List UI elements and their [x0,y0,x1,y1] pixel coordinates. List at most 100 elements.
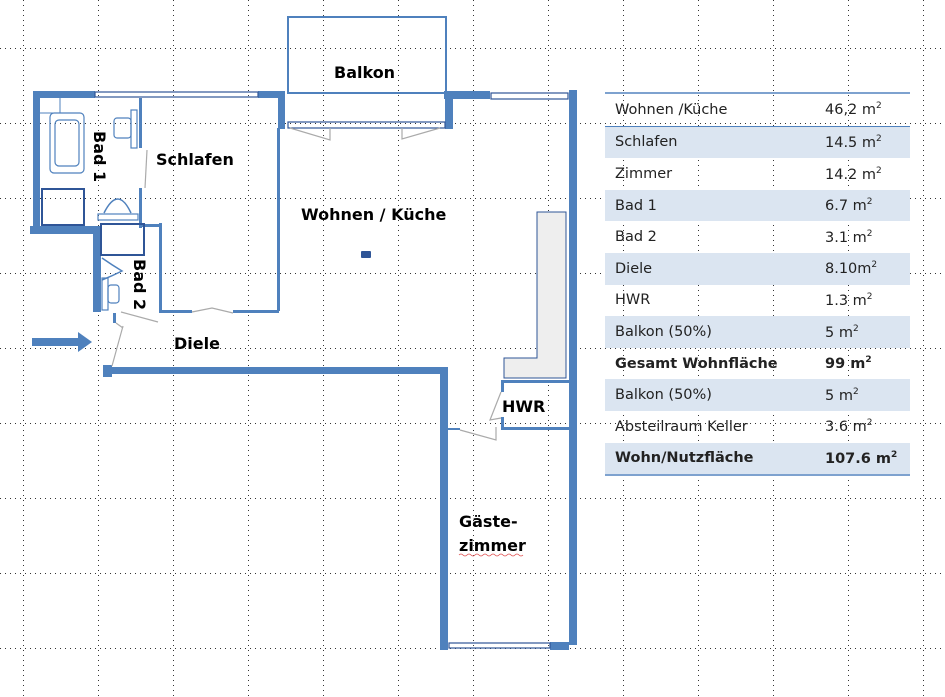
grid-dot [548,155,549,156]
grid-dot [398,15,399,16]
grid-dot [548,110,549,111]
area-number: 46,2 [825,102,862,119]
grid-dot [250,423,251,424]
grid-dot [745,573,746,574]
grid-dot [10,123,11,124]
grid-dot [570,48,571,49]
grid-dot [848,350,849,351]
grid-dot [848,645,849,646]
grid-dot [248,90,249,91]
grid-dot [50,273,51,274]
grid-dot [210,348,211,349]
grid-dot [465,123,466,124]
grid-dot [923,80,924,81]
grid-dot [200,648,201,649]
grid-dot [923,170,924,171]
grid-dot [623,5,624,6]
wall [550,642,569,650]
grid-dot [23,620,24,621]
grid-dot [173,250,174,251]
grid-dot [548,205,549,206]
grid-dot [623,575,624,576]
grid-dot [98,465,99,466]
grid-dot [375,273,376,274]
grid-dot [395,423,396,424]
grid-dot [248,340,249,341]
area-number: 99 [825,355,851,372]
grid-dot [770,573,771,574]
grid-dot [923,220,924,221]
grid-dot [880,573,881,574]
grid-dot [473,150,474,151]
grid-dot [848,490,849,491]
grid-dot [923,465,924,466]
grid-dot [65,498,66,499]
thin-outlines [40,16,569,649]
grid-dot [848,510,849,511]
grid-dot [698,30,699,31]
grid-dot [200,123,201,124]
grid-dot [923,605,924,606]
grid-dot [248,200,249,201]
grid-dot [248,275,249,276]
grid-dot [400,273,401,274]
grid-dot [220,123,221,124]
grid-dot [173,525,174,526]
grid-dot [173,490,174,491]
area-label: Diele [605,252,815,285]
grid-dot [323,670,324,671]
grid-dot [160,198,161,199]
grid-dot [23,495,24,496]
grid-dot [698,670,699,671]
grid-dot [398,20,399,21]
grid-dot [85,273,86,274]
grid-dot [810,48,811,49]
area-unit: m [852,197,867,214]
grid-dot [245,348,246,349]
grid-dot [173,430,174,431]
grid-dot [790,423,791,424]
grid-dot [98,10,99,11]
grid-dot [810,498,811,499]
grid-dot [625,423,626,424]
grid-dot [473,255,474,256]
grid-dot [623,160,624,161]
grid-dot [250,348,251,349]
grid-dot [23,20,24,21]
grid-dot [885,48,886,49]
grid-dot [350,198,351,199]
grid-dot [173,35,174,36]
grid-dot [255,648,256,649]
grid-dot [750,348,751,349]
grid-dot [323,680,324,681]
grid-dot [95,648,96,649]
grid-dot [935,348,936,349]
grid-dot [405,573,406,574]
grid-dot [923,240,924,241]
grid-dot [323,420,324,421]
grid-dot [98,425,99,426]
area-unit-exp: 2 [876,165,882,176]
grid-dot [510,273,511,274]
grid-dot [548,30,549,31]
grid-dot [98,455,99,456]
grid-dot [650,48,651,49]
grid-dot [323,135,324,136]
grid-dot [248,20,249,21]
grid-dot [910,648,911,649]
grid-dot [920,648,921,649]
grid-dot [260,273,261,274]
grid-dot [173,560,174,561]
grid-dot [698,225,699,226]
grid-dot [23,365,24,366]
grid-dot [248,495,249,496]
grid-dot [495,348,496,349]
grid-dot [255,273,256,274]
grid-dot [623,285,624,286]
spellcheck-underline [458,553,524,557]
grid-dot [405,498,406,499]
grid-dot [323,175,324,176]
area-number: 6.7 [825,197,853,214]
grid-dot [848,525,849,526]
